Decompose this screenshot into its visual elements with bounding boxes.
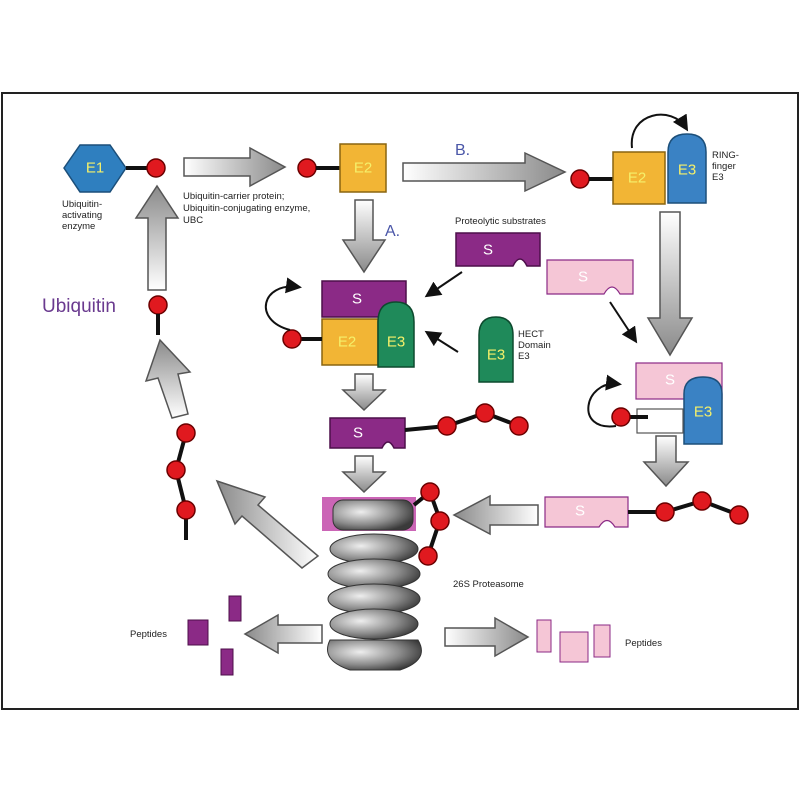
arrow-e1-to-e2 [183,146,287,188]
arrow-ring-down [646,211,694,357]
polyub-pink-ub-3 [729,505,749,525]
released-ub-1 [176,423,196,443]
free-ubiquitin [148,295,168,315]
polyub-purple-ub-3 [509,416,529,436]
released-ub-3 [176,500,196,520]
ring-caption: RING- finger E3 [712,150,742,183]
arrow-proteasome-to-peptides-left [243,613,323,655]
hect-e3-shape [478,316,514,383]
peptide-right-1 [536,619,552,653]
complex-a-e3-shape [377,301,415,368]
ring-e2-label: E2 [628,170,646,187]
arrow-proteasome-to-ubiquitin [215,479,320,569]
path-b-label: B. [455,142,470,159]
arrow-pink-to-proteasome [452,494,539,536]
polyub-pink-chain [628,498,740,517]
arrow-purple-to-proteasome [341,455,387,494]
complex-b-e3-shape [683,376,723,445]
substrate-pink-free-label: S [578,269,588,286]
complex-a-e2-label: E2 [338,334,356,351]
e2-box [339,143,387,193]
substrate-purple-free [455,232,541,267]
complex-b-ubiquitin [611,407,631,427]
ubiquitin-label: Ubiquitin [42,296,116,317]
ring-e3-shape [667,133,707,204]
complex-a-ubiquitin [282,329,302,349]
arrow-proteasome-to-peptides-right [444,616,530,658]
peptides-left-label: Peptides [130,629,167,640]
arrow-ubiquitin-to-e1 [134,184,180,291]
polyub-purple-chain [404,410,520,432]
arrow-substrate-to-complex-a [424,271,463,298]
peptide-left-1 [187,619,209,646]
proteasome-chain-ub-3 [418,546,438,566]
ring-loop-arrow [630,113,689,149]
complex-a-loop-arrow [264,277,302,331]
polyub-pink-substrate-label: S [575,503,585,520]
hect-e3-label: E3 [487,347,505,364]
e2-label: E2 [354,160,372,177]
polyub-pink-ub-2 [692,491,712,511]
polyub-purple-substrate-label: S [353,425,363,442]
e1-ubiquitin [146,158,166,178]
substrate-pink-free [546,259,634,295]
arrow-complex-b-down [642,435,690,488]
proteasome [322,497,422,671]
proteolytic-substrates-label: Proteolytic substrates [455,216,546,227]
released-ub-2 [166,460,186,480]
complex-a-e2-box [321,318,379,366]
released-ubiquitin-chain [173,432,188,540]
polyub-purple-ub-1 [437,416,457,436]
peptide-left-2 [228,595,242,622]
proteasome-chain-ub-2 [430,511,450,531]
hect-caption: HECT Domain E3 [518,329,553,362]
complex-b-e3-label: E3 [694,404,712,421]
peptide-right-2 [559,631,589,663]
polyub-pink-substrate [544,496,629,528]
arrow-path-a [341,199,387,274]
complex-b-substrate-label: S [665,372,675,389]
e1-caption: Ubiquitin- activating enzyme [62,199,105,232]
polyub-pink-ub-1 [655,502,675,522]
proteasome-entering-chain [412,488,443,557]
peptide-right-3 [593,624,611,658]
complex-a-e3-label: E3 [387,334,405,351]
e2-caption: Ubiquitin-carrier protein; Ubiquitin-con… [183,191,313,226]
polyub-purple-ub-2 [475,403,495,423]
arrow-complex-a-down [341,373,387,412]
polyub-purple-substrate [329,417,406,449]
e2-ubiquitin [297,158,317,178]
peptides-right-label: Peptides [625,638,662,649]
path-a-label: A. [385,223,400,240]
ring-e2-ubiquitin [570,169,590,189]
substrate-purple-free-label: S [483,242,493,259]
proteasome-chain-ub-1 [420,482,440,502]
complex-b-loop-arrow [587,374,622,428]
complex-a-substrate-label: S [352,291,362,308]
arrow-substrate-to-complex-b [609,301,638,344]
arrow-path-b [402,151,567,193]
complex-b-e2-box [636,408,684,434]
e1-label: E1 [86,160,104,177]
arrow-hect-to-complex [424,330,459,353]
peptide-left-3 [220,648,234,676]
ring-e3-label: E3 [678,162,696,179]
ring-e2-box [612,151,666,205]
arrow-chain-to-free-ubiquitin [144,338,192,419]
proteasome-label: 26S Proteasome [453,579,524,590]
